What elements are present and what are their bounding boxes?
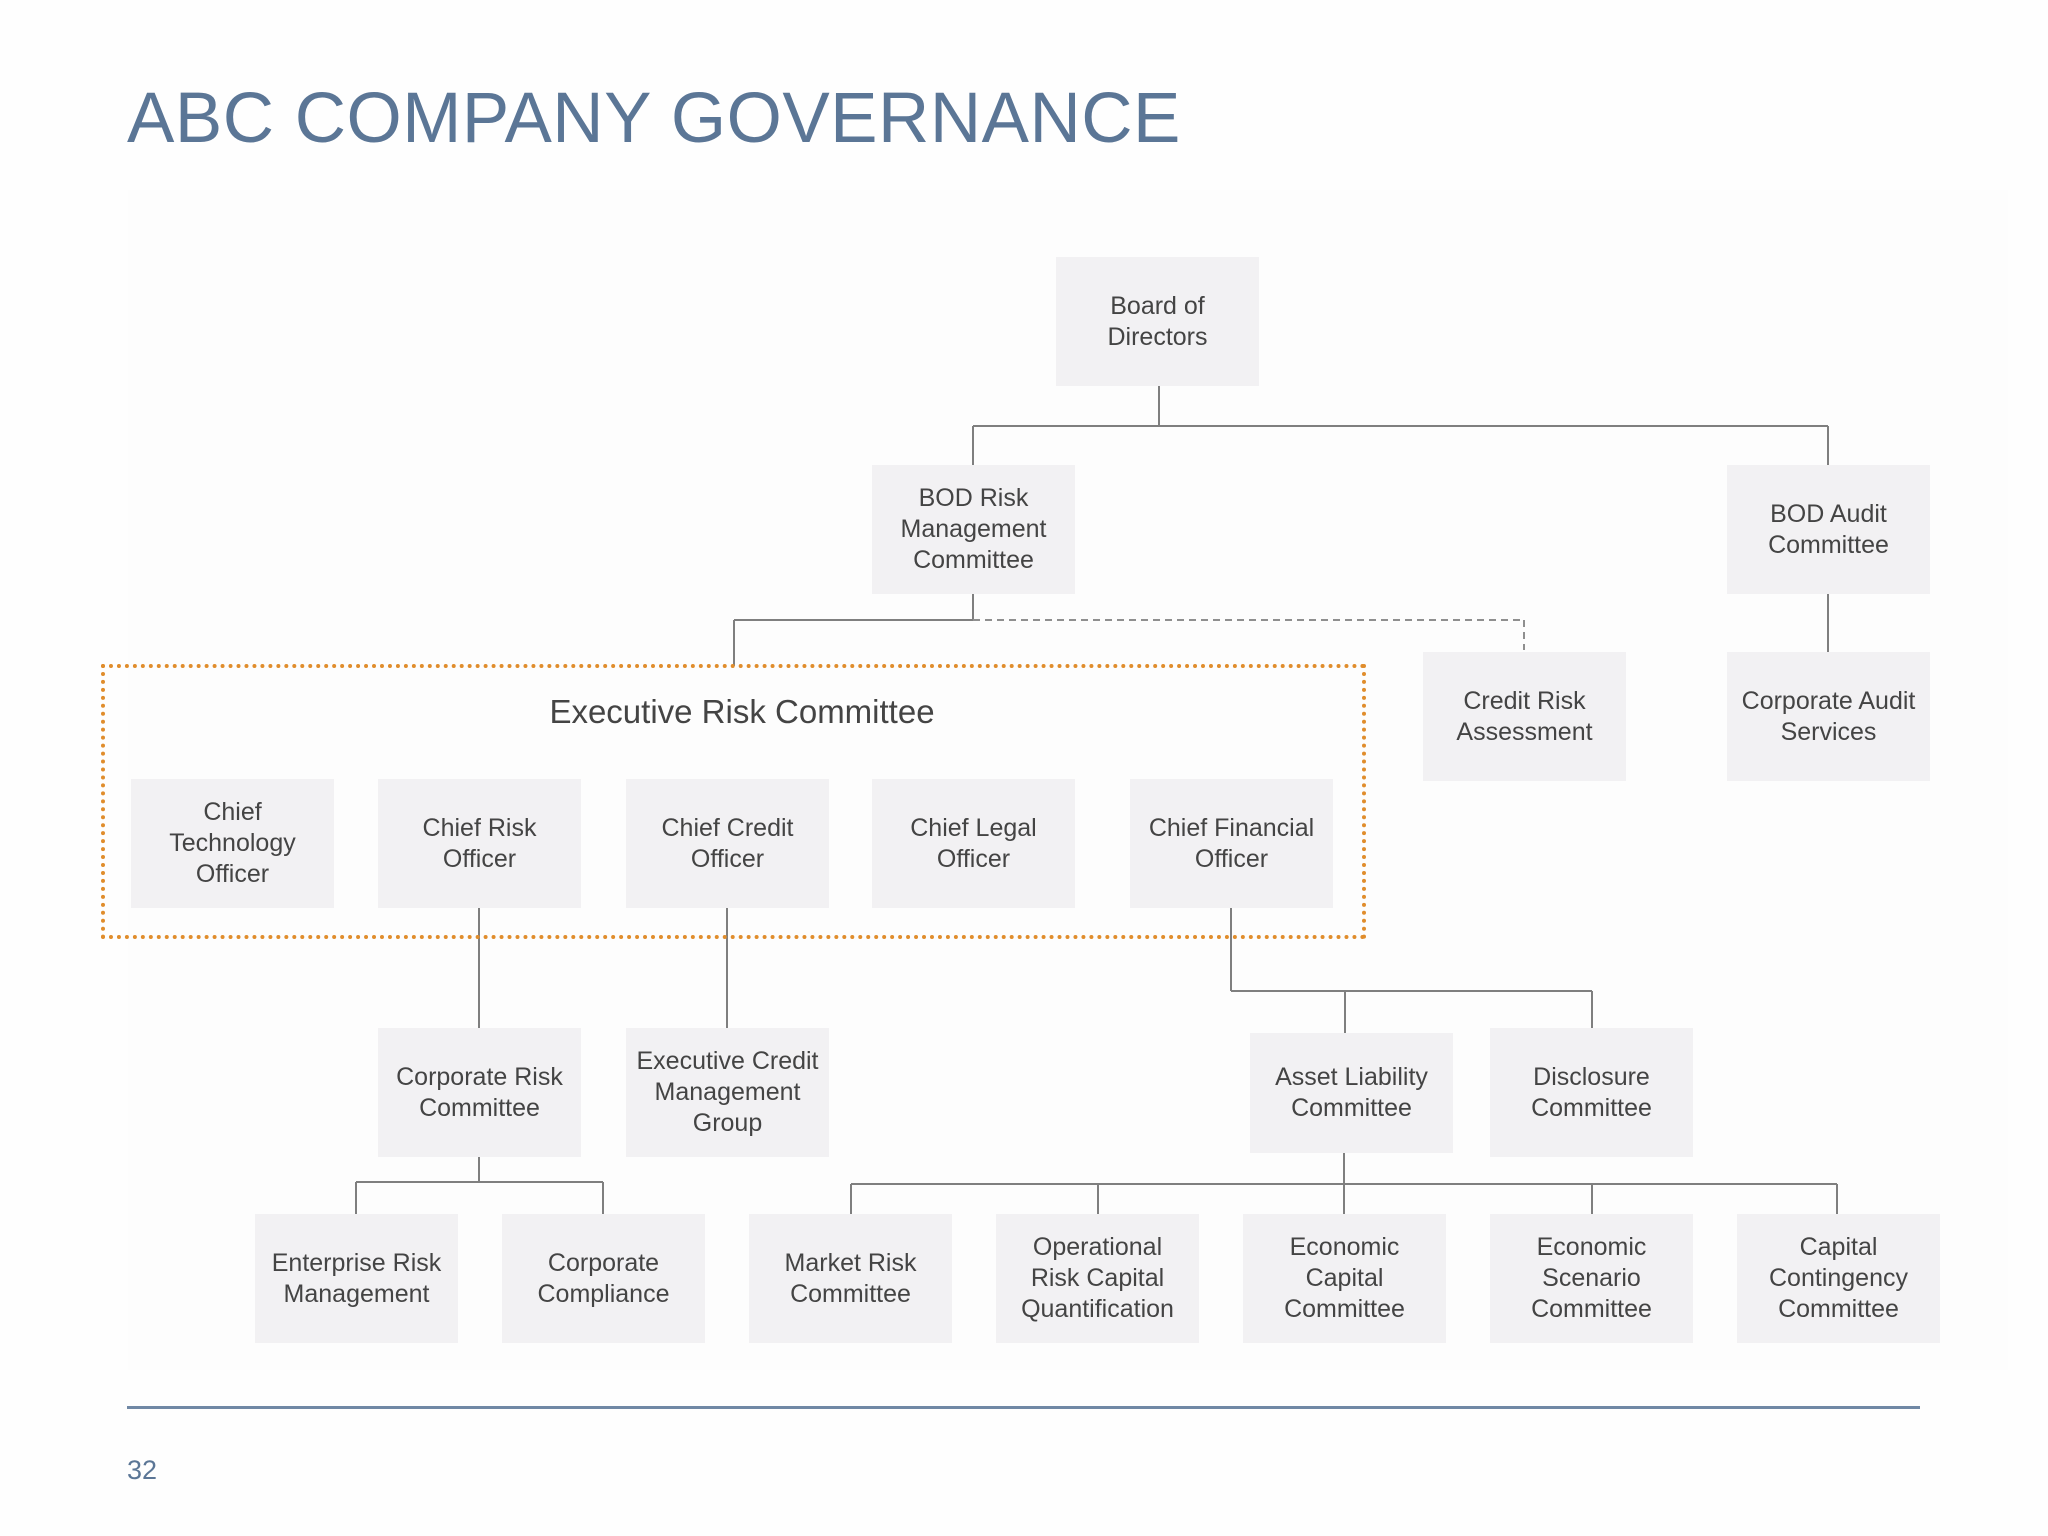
node-credit-risk-assessment: Credit Risk Assessment bbox=[1423, 652, 1626, 781]
node-executive-credit-management-group: Executive Credit Management Group bbox=[626, 1028, 829, 1157]
page-title: ABC COMPANY GOVERNANCE bbox=[127, 79, 1181, 158]
node-chief-legal-officer: Chief Legal Officer bbox=[872, 779, 1075, 908]
node-bod-risk-management-committee: BOD Risk Management Committee bbox=[872, 465, 1075, 594]
node-label: Disclosure Committee bbox=[1531, 1062, 1652, 1122]
node-economic-capital-committee: Economic Capital Committee bbox=[1243, 1214, 1446, 1343]
node-label: Corporate Audit Services bbox=[1741, 686, 1916, 746]
node-label: Corporate Compliance bbox=[537, 1248, 670, 1308]
node-label: Market Risk Committee bbox=[784, 1248, 917, 1308]
node-label: Chief Legal Officer bbox=[910, 813, 1037, 873]
node-enterprise-risk-management: Enterprise Risk Management bbox=[255, 1214, 458, 1343]
node-label: Chief Credit Officer bbox=[661, 813, 794, 873]
node-corporate-compliance: Corporate Compliance bbox=[502, 1214, 705, 1343]
node-label: Economic Scenario Committee bbox=[1531, 1233, 1652, 1323]
node-label: Asset Liability Committee bbox=[1275, 1063, 1428, 1122]
node-label: Corporate Risk Committee bbox=[396, 1062, 563, 1122]
executive-risk-committee-frame bbox=[101, 664, 1366, 939]
node-capital-contingency-committee: Capital Contingency Committee bbox=[1737, 1214, 1940, 1343]
node-label: BOD Audit Committee bbox=[1768, 499, 1889, 559]
node-market-risk-committee: Market Risk Committee bbox=[749, 1214, 952, 1343]
node-label: Chief Risk Officer bbox=[422, 813, 537, 873]
node-board-of-directors: Board of Directors bbox=[1056, 257, 1259, 386]
node-label: BOD Risk Management Committee bbox=[900, 484, 1047, 574]
node-chief-technology-officer: Chief Technology Officer bbox=[131, 779, 334, 908]
node-label: Board of Directors bbox=[1107, 291, 1208, 351]
node-label: Enterprise Risk Management bbox=[271, 1248, 442, 1308]
node-economic-scenario-committee: Economic Scenario Committee bbox=[1490, 1214, 1693, 1343]
node-label: Executive Credit Management Group bbox=[636, 1047, 819, 1137]
node-corporate-risk-committee: Corporate Risk Committee bbox=[378, 1028, 581, 1157]
executive-risk-committee-title: Executive Risk Committee bbox=[549, 693, 935, 730]
node-bod-audit-committee: BOD Audit Committee bbox=[1727, 465, 1930, 594]
node-corporate-audit-services: Corporate Audit Services bbox=[1727, 652, 1930, 781]
node-label: Chief Technology Officer bbox=[169, 798, 296, 888]
node-label: Economic Capital Committee bbox=[1284, 1233, 1405, 1323]
node-label: Chief Financial Officer bbox=[1148, 813, 1315, 873]
node-asset-liability-committee: Asset Liability Committee bbox=[1250, 1033, 1453, 1153]
node-label: Operational Risk Capital Quantification bbox=[1021, 1233, 1174, 1323]
node-label: Credit Risk Assessment bbox=[1456, 686, 1593, 746]
page-number: 32 bbox=[127, 1455, 158, 1485]
node-chief-risk-officer: Chief Risk Officer bbox=[378, 779, 581, 908]
node-chief-credit-officer: Chief Credit Officer bbox=[626, 779, 829, 908]
node-label: Capital Contingency Committee bbox=[1769, 1233, 1908, 1323]
node-disclosure-committee: Disclosure Committee bbox=[1490, 1028, 1693, 1157]
node-chief-financial-officer: Chief Financial Officer bbox=[1130, 779, 1333, 908]
node-operational-risk-capital-quantification: Operational Risk Capital Quantification bbox=[996, 1214, 1199, 1343]
footer-divider bbox=[127, 1406, 1920, 1409]
